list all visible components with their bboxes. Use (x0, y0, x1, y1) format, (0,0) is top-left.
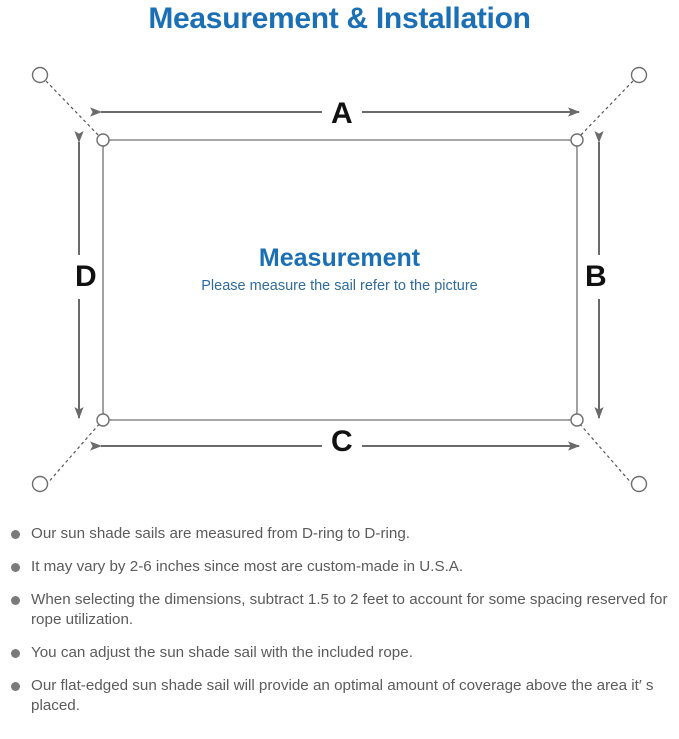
d-ring-top-left (96, 133, 110, 147)
rope-line-top-left (45, 80, 102, 139)
rope-line-top-right (577, 80, 634, 139)
rope-line-bottom-right (577, 421, 634, 486)
anchor-points (31, 66, 648, 493)
rope-line-bottom-left (45, 421, 102, 486)
note-text: It may vary by 2-6 inches since most are… (31, 558, 464, 575)
diagram-center-subtext: Please measure the sail refer to the pic… (201, 278, 478, 294)
page-title: Measurement & Installation (148, 2, 531, 35)
bullet-icon (11, 682, 20, 691)
anchor-point-bottom-right (630, 475, 648, 493)
diagram-center-heading: Measurement (258, 244, 421, 272)
note-text: When selecting the dimensions, subtract … (31, 591, 668, 628)
dimension-label-a: A (322, 98, 362, 130)
dimension-label-c: C (322, 426, 362, 458)
note-item: You can adjust the sun shade sail with t… (0, 643, 679, 663)
note-text: Our sun shade sails are measured from D-… (31, 525, 410, 542)
note-item: Our sun shade sails are measured from D-… (0, 524, 679, 544)
anchor-point-bottom-left (31, 475, 49, 493)
dimension-label-b: B (581, 255, 611, 299)
note-item: Our flat-edged sun shade sail will provi… (0, 676, 679, 716)
note-item: When selecting the dimensions, subtract … (0, 590, 679, 630)
d-rings (96, 133, 584, 427)
bullet-icon (11, 596, 20, 605)
bullet-icon (11, 530, 20, 539)
note-text: You can adjust the sun shade sail with t… (31, 644, 413, 661)
measurement-diagram: A B C D Measurement Please measure the s… (0, 48, 679, 518)
notes-list: Our sun shade sails are measured from D-… (0, 524, 679, 729)
rope-lines (45, 80, 634, 486)
anchor-point-top-left (31, 66, 49, 84)
sail-outline (102, 139, 578, 421)
anchor-point-top-right (630, 66, 648, 84)
d-ring-bottom-right (570, 413, 584, 427)
note-item: It may vary by 2-6 inches since most are… (0, 557, 679, 577)
d-ring-top-right (570, 133, 584, 147)
bullet-icon (11, 563, 20, 572)
bullet-icon (11, 649, 20, 658)
note-text: Our flat-edged sun shade sail will provi… (31, 677, 654, 714)
d-ring-bottom-left (96, 413, 110, 427)
dimension-label-d: D (71, 255, 101, 299)
